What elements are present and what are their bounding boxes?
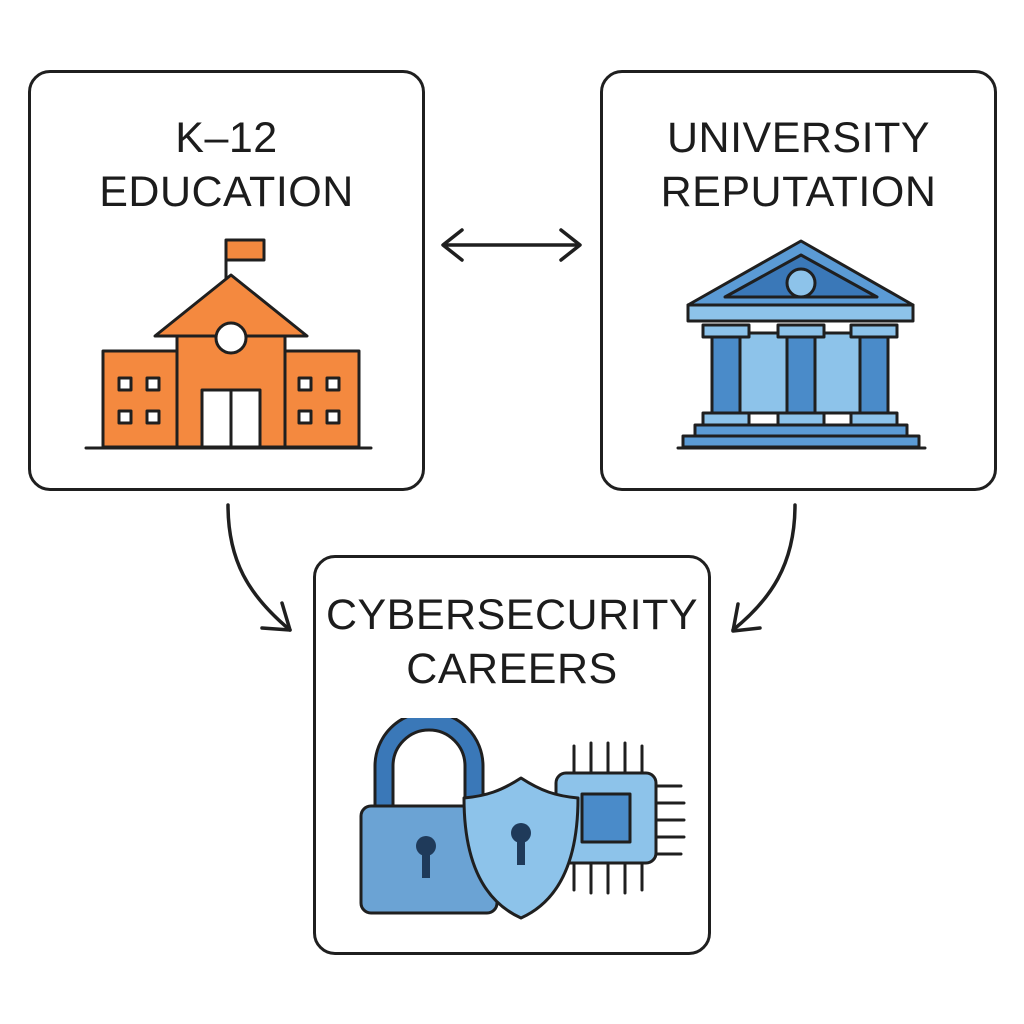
cyber-title-line2: CAREERS <box>406 645 618 693</box>
university-title-line2: REPUTATION <box>660 168 937 216</box>
bidirectional-arrow <box>441 228 582 262</box>
k12-to-cyber-arrow <box>226 503 292 632</box>
university-reputation-card: UNIVERSITY REPUTATION <box>600 70 997 491</box>
cybersecurity-careers-card: CYBERSECURITY CAREERS <box>313 555 711 955</box>
k12-title-line2: EDUCATION <box>99 168 354 216</box>
university-building-icon <box>676 239 927 450</box>
university-to-cyber-arrow <box>731 503 797 633</box>
cyber-card-title: CYBERSECURITY CAREERS <box>316 588 708 696</box>
k12-education-card: K–12 EDUCATION <box>28 70 425 491</box>
k12-card-title: K–12 EDUCATION <box>31 111 422 219</box>
k12-title-line1: K–12 <box>175 114 278 162</box>
university-title-line1: UNIVERSITY <box>666 114 931 162</box>
padlock-shield-chip-icon <box>359 718 686 920</box>
university-card-title: UNIVERSITY REPUTATION <box>603 111 994 219</box>
school-building-icon <box>84 238 373 450</box>
cyber-title-line1: CYBERSECURITY <box>325 591 699 639</box>
